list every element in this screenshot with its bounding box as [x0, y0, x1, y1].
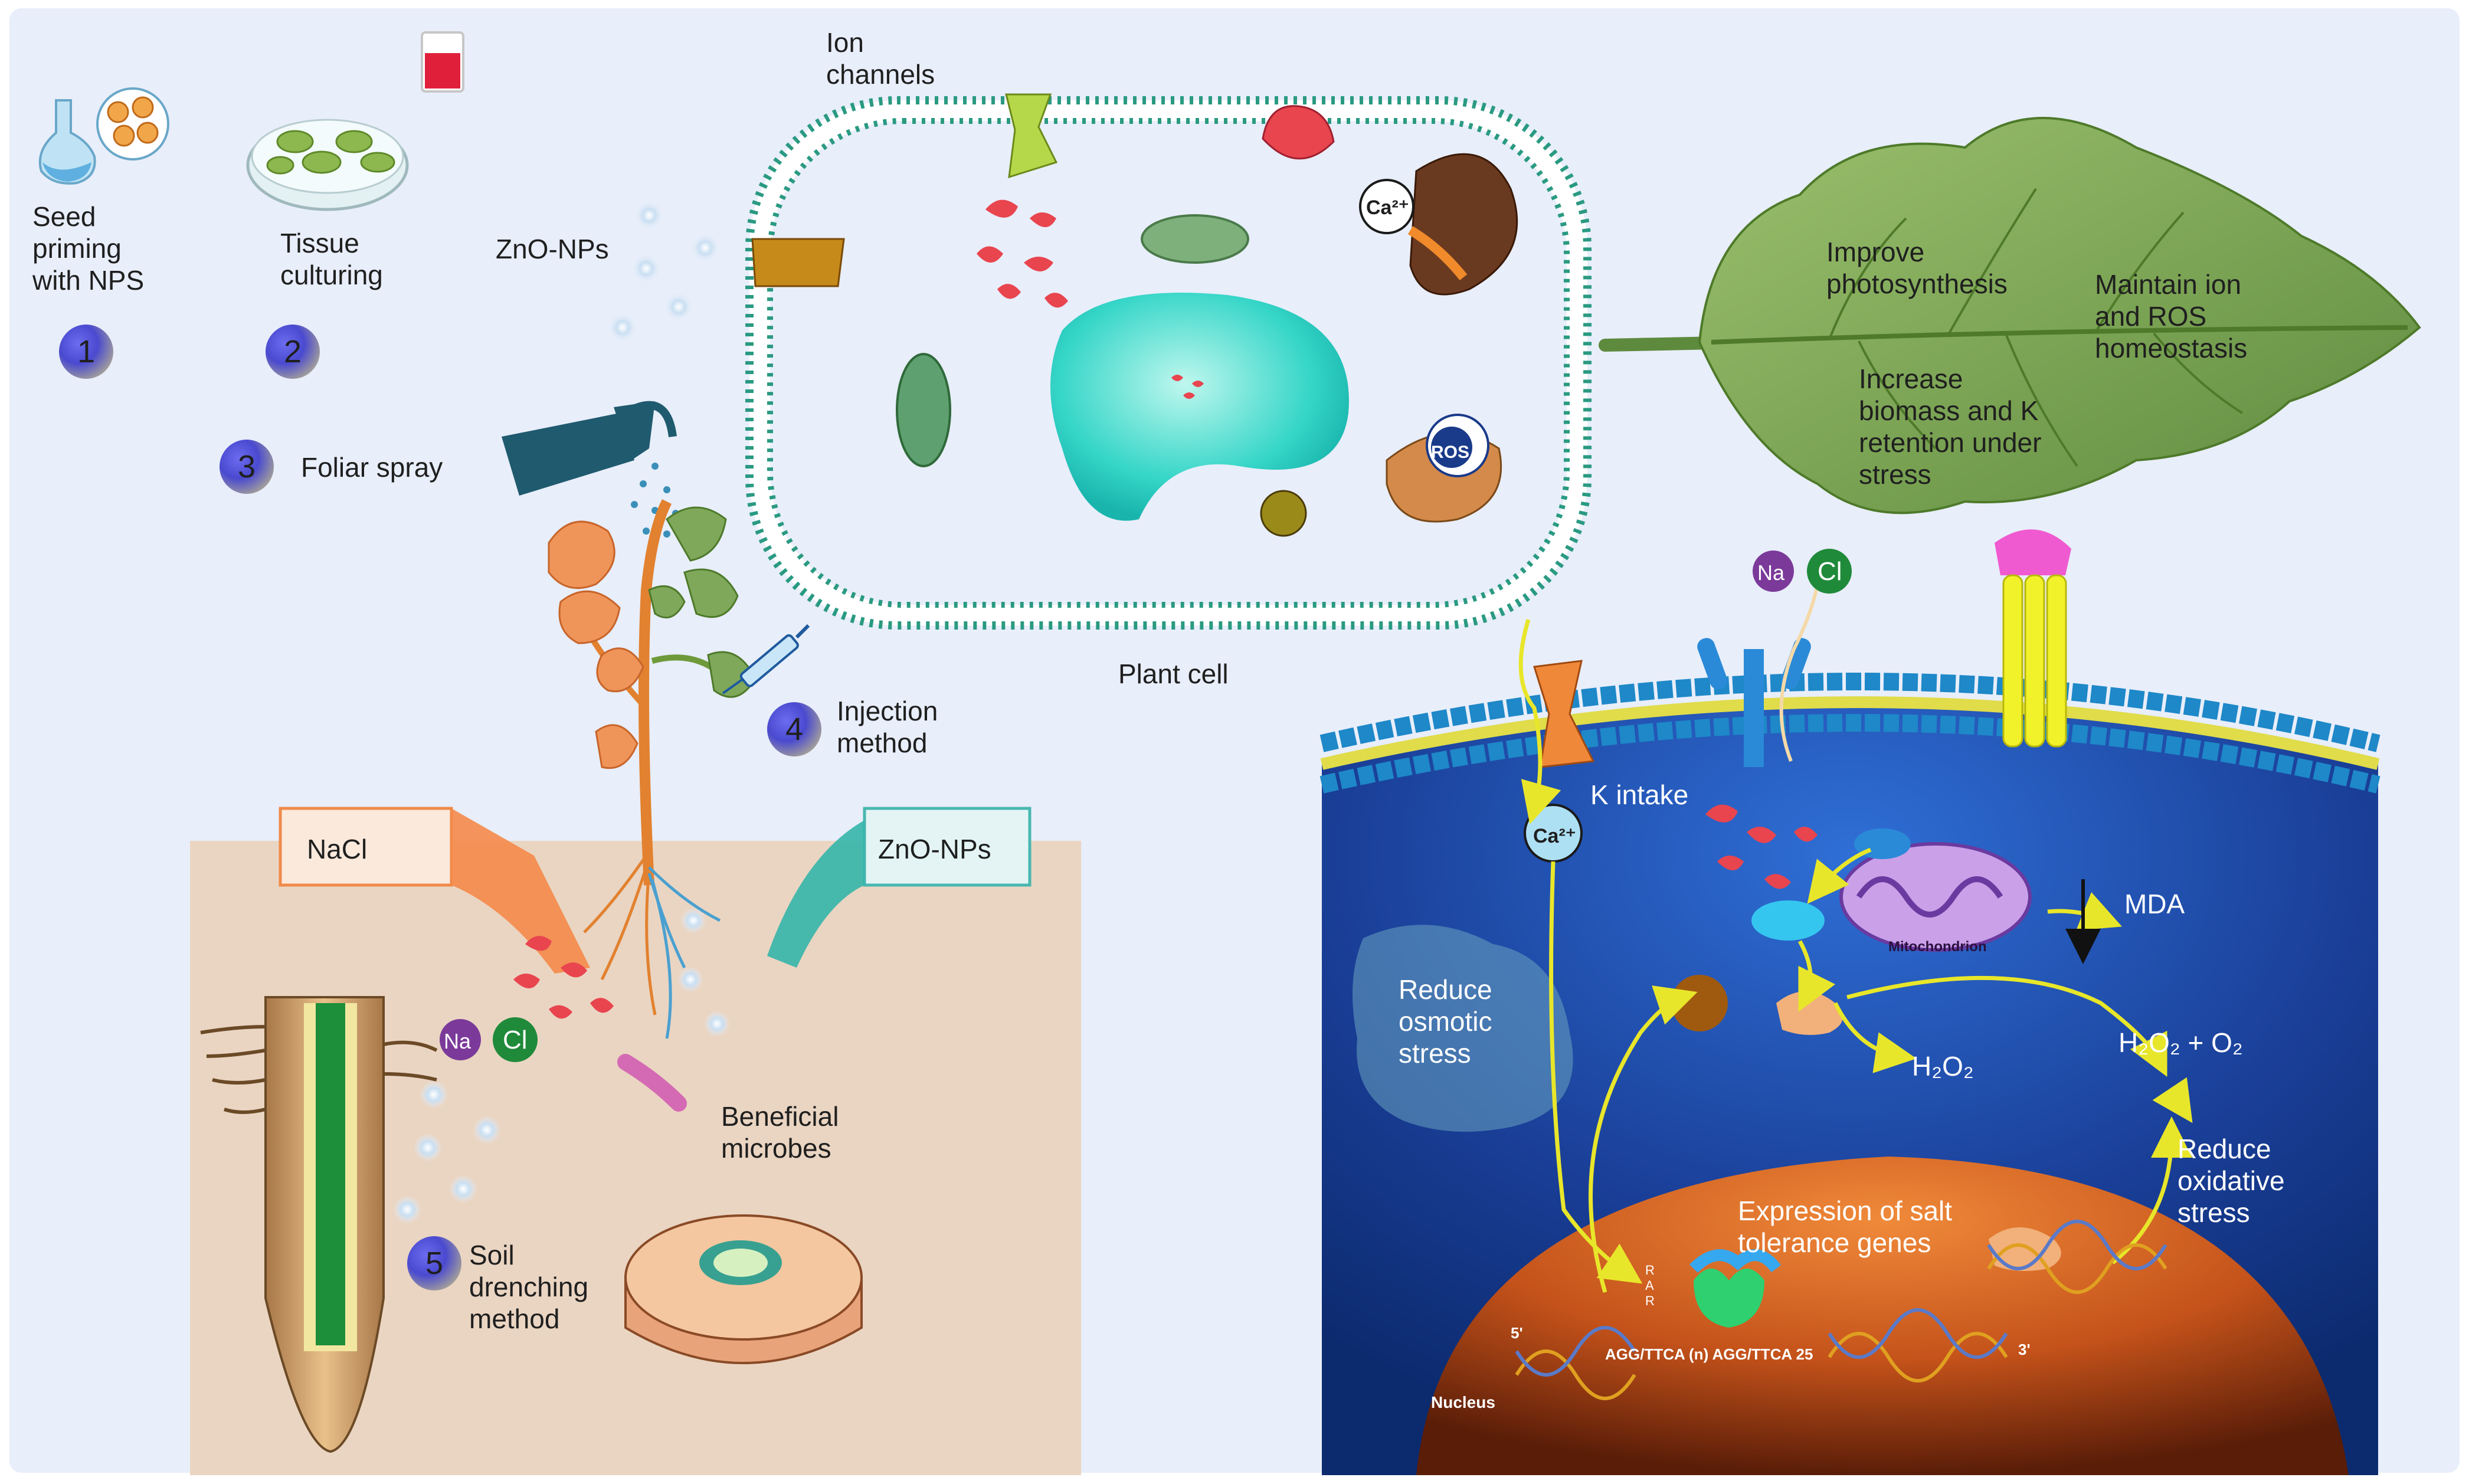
step-2-badge: 2: [266, 325, 320, 379]
step-3-badge: 3: [220, 440, 274, 494]
foliar-spray-label: Foliar spray: [301, 452, 443, 483]
k-intake-label: K intake: [1590, 779, 1689, 810]
increase-biomass-label: Increase biomass and K retention under s…: [1859, 363, 2042, 490]
five-prime-label: 5': [1511, 1324, 1523, 1342]
root-cross-section-icon: [624, 1214, 863, 1364]
ca-top-label: Ca²⁺: [1366, 196, 1409, 219]
step-4-badge: 4: [767, 702, 821, 756]
ion-channels-label: Ion channels: [826, 27, 935, 90]
nacl-molecule-root: [440, 1017, 538, 1062]
ros-label: ROS: [1431, 443, 1470, 462]
ca-inner-label: Ca²⁺: [1533, 825, 1576, 847]
plant-illustration: [548, 499, 757, 1112]
soil-drenching-label: Soil drenching method: [469, 1240, 589, 1334]
spray-bottle-icon: [502, 401, 679, 538]
znonps-box: [767, 807, 1032, 968]
expression-label: Expression of salt tolerance genes: [1738, 1195, 1953, 1258]
petri-dish-icon: [246, 31, 464, 211]
step-1-badge: 1: [59, 325, 113, 379]
leaf-illustration: [1599, 117, 2421, 515]
nacl-box: [279, 807, 590, 974]
mitochondrion-label: Mitochondrion: [1888, 939, 1987, 955]
na-label-cell: Na: [1757, 561, 1785, 585]
znonps-top-label: ZnO-NPs: [496, 234, 609, 264]
h2o2-label: H₂O₂: [1912, 1051, 1974, 1082]
maintain-ion-label: Maintain ion and ROS homeostasis: [2095, 269, 2248, 363]
reduce-oxidative-label: Reduce oxidative stress: [2177, 1134, 2285, 1228]
na-label-root: Na: [444, 1029, 471, 1053]
flask-icon: [38, 87, 169, 185]
reduce-osmotic-label: Reduce osmotic stress: [1399, 974, 1492, 1069]
salt-ions-root: [513, 936, 614, 1019]
improve-photosynthesis-label: Improve photosynthesis: [1826, 237, 2008, 299]
three-prime-label: 3': [2018, 1341, 2031, 1358]
nacl-box-label: NaCl: [307, 834, 368, 864]
plant-cell-label: Plant cell: [1118, 659, 1229, 689]
injection-label: Injection method: [837, 696, 938, 758]
rar-label: R A R: [1645, 1263, 1655, 1308]
cl-label-cell: Cl: [1818, 557, 1842, 586]
syringe-icon: [722, 624, 810, 695]
nucleus-label: Nucleus: [1431, 1393, 1495, 1411]
plant-cell: [745, 93, 1592, 630]
cl-label-root: Cl: [503, 1026, 528, 1054]
tissue-culturing-label: Tissue culturing: [280, 228, 383, 290]
beneficial-microbes-label: Beneficial microbes: [721, 1101, 839, 1164]
step-5-badge: 5: [407, 1236, 461, 1290]
seed-priming-label: Seed priming with NPS: [32, 201, 145, 296]
root-longitudinal-icon: [200, 996, 438, 1453]
znonps-box-label: ZnO-NPs: [878, 834, 991, 864]
mda-label: MDA: [2124, 889, 2185, 919]
nacl-molecule-cell: [1753, 549, 1852, 594]
h2o2-o2-label: H₂O₂ + O₂: [2118, 1027, 2243, 1058]
cell-panel: [1319, 529, 2380, 1475]
sequence-label: AGG/TTCA (n) AGG/TTCA 25: [1605, 1345, 1813, 1363]
